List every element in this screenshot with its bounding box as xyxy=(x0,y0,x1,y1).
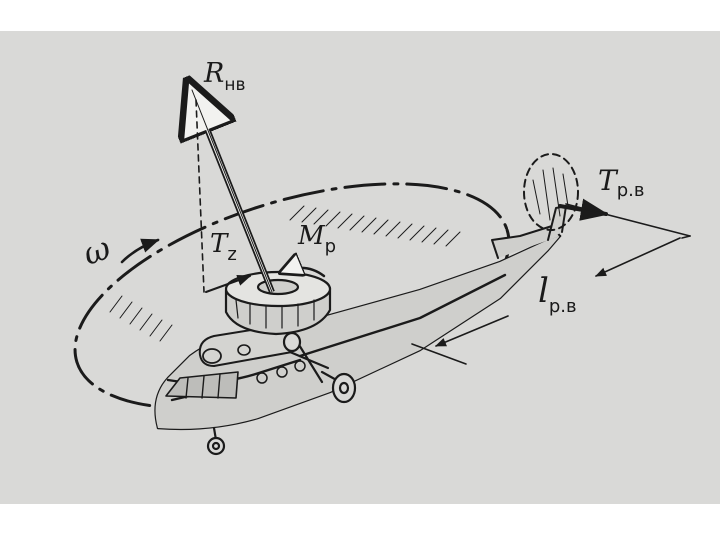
helicopter-fuselage xyxy=(154,205,567,431)
tail-rotor-arm-label: lр.в xyxy=(538,271,577,317)
rotor-moment-arrow xyxy=(282,268,326,278)
tail-rotor xyxy=(523,153,579,231)
thrust-component-arrow xyxy=(205,275,252,293)
main-rotor-thrust-arrow xyxy=(190,86,275,294)
rotor-moment-label: Mр xyxy=(297,221,336,257)
landing-gear xyxy=(206,331,357,456)
angular-velocity-arrow xyxy=(120,238,160,264)
vertical-reference-line xyxy=(195,99,205,293)
thrust-component-label: Tz xyxy=(210,229,237,265)
rotor-disc-hatching xyxy=(109,205,461,342)
rotor-hub xyxy=(224,270,332,336)
angular-velocity-label: ω xyxy=(78,228,116,273)
tail-rotor-thrust-label: Tр.в xyxy=(598,164,644,201)
diagram-plate xyxy=(0,31,720,504)
tail-rotor-arm-dimension xyxy=(411,203,691,365)
main-rotor-thrust-label: Rнв xyxy=(203,58,245,95)
